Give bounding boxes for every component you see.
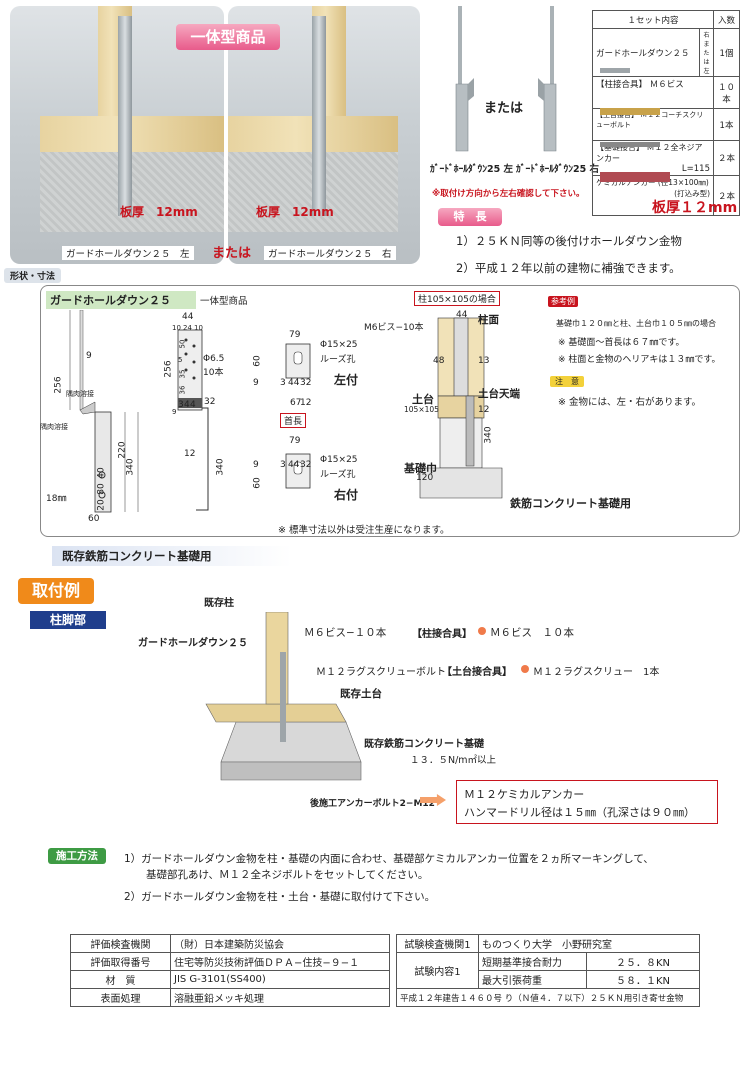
parts-icons [600, 68, 670, 182]
features-title: 特 長 [438, 208, 502, 226]
set-header: １セット内容 [592, 10, 714, 29]
integrated-badge: 一体型商品 [176, 24, 280, 50]
product-type: 一体型商品 [200, 296, 248, 307]
plan-left-drawing [285, 343, 311, 379]
lag-joint-bullet [521, 665, 529, 673]
reference-title: 参考例 [548, 296, 578, 307]
caption-or: または [212, 246, 252, 261]
spec-table-left: 評価検査機関（財）日本建築防災協会 評価取得番号住宅等防災技術評価ＤＰＡ−住技−… [70, 934, 390, 1007]
example-sub: 柱脚部 [30, 611, 106, 629]
bracket-right-illustration [538, 6, 557, 152]
side-elevation-drawing [69, 310, 139, 513]
caption-right: ガードホールダウン２５ 右 [264, 246, 396, 260]
name-right: ｶﾞｰﾄﾞﾎｰﾙﾀﾞｳﾝ25 右 [516, 164, 600, 175]
existing-foundation-label: 既存鉄筋コンクリート基礎用 [52, 546, 292, 566]
screw-joint-bullet [478, 627, 486, 635]
example-title: 取付例 [18, 578, 94, 604]
set-thickness: 板厚１２mm [652, 200, 738, 216]
shape-diagram-box [40, 285, 740, 537]
front-elevation-drawing [177, 329, 209, 511]
shape-section-label: 形状・寸法 [4, 268, 62, 283]
name-left: ｶﾞｰﾄﾞﾎｰﾙﾀﾞｳﾝ25 左 [430, 164, 514, 175]
neck-length-label: 首長 [280, 413, 307, 428]
feature-2: 2）平成１２年以前の建物に補強できます。 [456, 261, 681, 275]
left-fit-label: 左付 [334, 373, 359, 387]
chemical-anchor-box [456, 780, 718, 824]
anchor-arrow [420, 794, 446, 806]
thickness-right: 板厚 12mm [256, 205, 334, 219]
install-example-illustration [205, 612, 362, 781]
install-section-drawing [419, 317, 503, 499]
caption-left: ガードホールダウン２５ 左 [62, 246, 194, 260]
plan-right-drawing [285, 453, 311, 489]
product-label: ガードホールダウン２５ [46, 291, 196, 309]
feature-1: 1）２５ＫＮ同等の後付けホールダウン金物 [456, 234, 682, 248]
caution-title: 注 意 [550, 376, 584, 387]
thickness-left: 板厚 12mm [120, 205, 198, 219]
install-header: 柱105×105の場合 [414, 291, 500, 306]
right-fit-label: 右付 [334, 488, 359, 502]
bracket-left-illustration [455, 6, 474, 152]
middle-or: または [484, 101, 524, 116]
direction-warning: ※取付け方向から左右確認して下さい。 [432, 189, 585, 199]
method-title: 施工方法 [48, 848, 106, 864]
